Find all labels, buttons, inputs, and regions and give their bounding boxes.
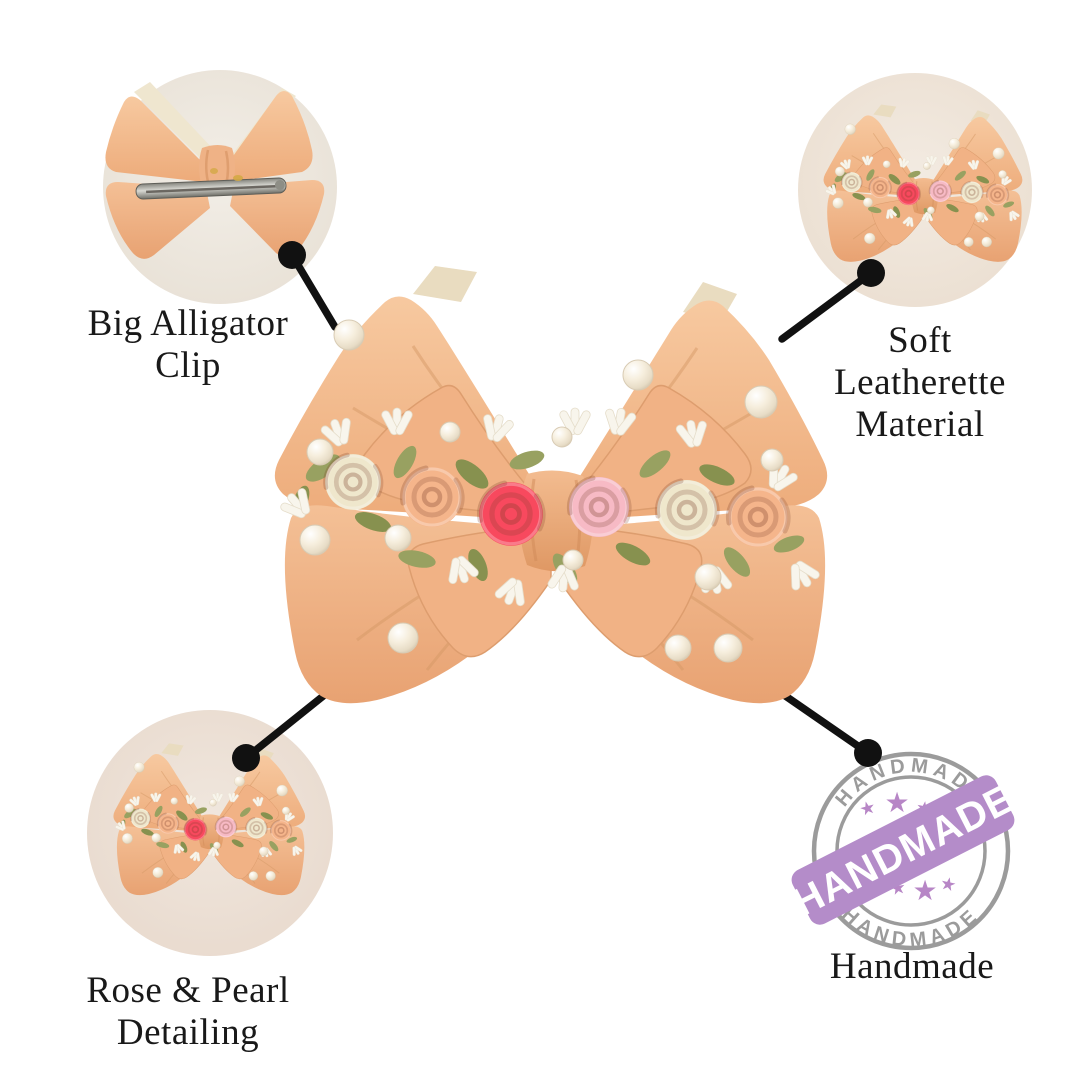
photo-circle-material <box>798 73 1032 307</box>
stamp-arc-text-bottom: HANDMADE <box>838 903 985 952</box>
dot-top-left <box>278 241 306 269</box>
label-soft-leatherette-material: Soft Leatherette Material <box>770 320 1070 447</box>
label-big-alligator-clip: Big Alligator Clip <box>8 303 368 387</box>
label-line: Clip <box>155 345 221 387</box>
label-line: Rose & Pearl <box>86 970 290 1011</box>
dot-bottom-right <box>854 739 882 767</box>
alligator-clip <box>135 177 287 200</box>
svg-text:★: ★ <box>912 874 937 907</box>
label-line: Material <box>855 404 985 446</box>
photo-circle-detailing <box>87 710 333 956</box>
handmade-stamp: HANDMADE HANDMADE ★ ★ ★ ★ ★ ★ HANDMADE <box>786 751 1021 952</box>
label-line: Handmade <box>829 946 995 987</box>
label-line: Soft <box>888 320 952 361</box>
bow-back-illustration <box>105 82 325 259</box>
connector-bottom-left <box>242 689 331 762</box>
label-line: Leatherette <box>834 362 1006 404</box>
dot-bottom-left <box>232 744 260 772</box>
svg-text:★: ★ <box>857 796 878 820</box>
callout-dots <box>232 241 885 772</box>
connector-top-right <box>778 269 875 343</box>
label-rose-pearl-detailing: Rose & Pearl Detailing <box>8 970 368 1054</box>
label-handmade: Handmade <box>762 946 1062 988</box>
photo-circle-clip-back <box>103 70 337 304</box>
label-line: Detailing <box>116 1012 260 1054</box>
label-line: Big Alligator <box>87 303 289 344</box>
dot-top-right <box>857 259 885 287</box>
stamp-outer-ring <box>811 751 1011 951</box>
svg-text:★: ★ <box>884 786 909 819</box>
svg-text:★: ★ <box>938 873 958 897</box>
